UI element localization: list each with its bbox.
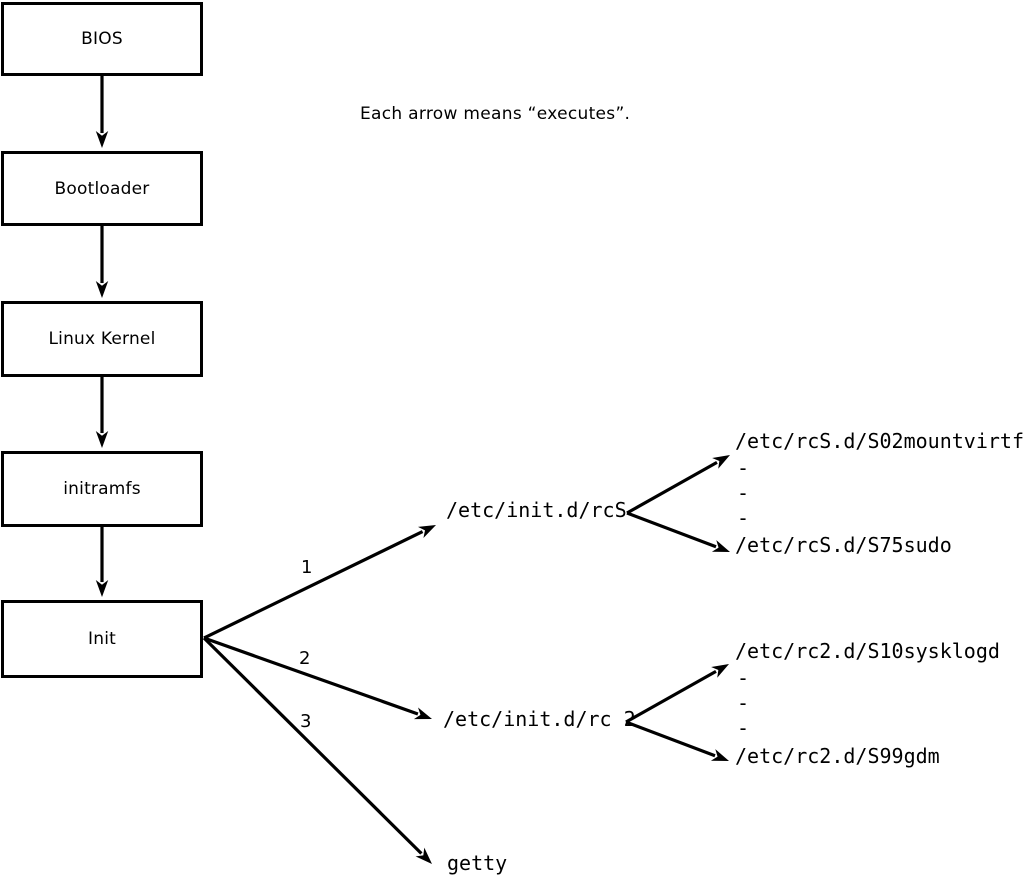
arrow-initramfs-to-init (95, 527, 109, 597)
process-box-label: Bootloader (54, 178, 150, 199)
arrow-shaft (626, 460, 718, 515)
process-box-kernel[interactable]: Linux Kernel (1, 301, 203, 377)
arrow-kernel-to-initramfs (95, 377, 109, 448)
script-label-rcS-first[interactable]: /etc/rcS.d/S02mountvirtfs (735, 429, 1024, 453)
script-label-rc2-first[interactable]: /etc/rc2.d/S10sysklogd (735, 639, 1000, 663)
arrow-head (415, 847, 432, 864)
arrow-init-to-rcS (203, 525, 436, 640)
edge-number-1: 1 (301, 557, 313, 578)
arrow-init-to-rc2 (203, 636, 432, 720)
ellipsis-dash: - (737, 456, 750, 480)
arrow-head (95, 580, 109, 597)
arrow-head (95, 131, 109, 148)
arrow-head (413, 707, 432, 720)
arrow-shaft (203, 636, 419, 716)
arrow-shaft (625, 669, 717, 724)
arrow-head (95, 281, 109, 298)
arrow-head (711, 664, 729, 678)
arrow-head (710, 749, 729, 761)
arrow-head (712, 455, 730, 469)
ellipsis-dash: - (737, 666, 750, 690)
process-box-init[interactable]: Init (1, 600, 203, 678)
script-label-rcS-last[interactable]: /etc/rcS.d/S75sudo (735, 533, 952, 557)
process-box-initramfs[interactable]: initramfs (1, 451, 203, 527)
diagram-caption: Each arrow means “executes”. (360, 104, 631, 124)
arrow-bios-to-bootloader (95, 76, 109, 148)
edge-number-2: 2 (299, 648, 311, 669)
ellipsis-dash: - (737, 716, 750, 740)
script-label-rc2-last[interactable]: /etc/rc2.d/S99gdm (735, 744, 940, 768)
ellipsis-dash: - (737, 481, 750, 505)
arrow-head (711, 540, 730, 552)
process-box-label: initramfs (63, 479, 141, 499)
arrow-head (418, 525, 436, 539)
arrow-rc2-to-first (625, 664, 729, 724)
arrow-shaft (202, 636, 423, 855)
process-box-label: Init (88, 629, 116, 649)
arrow-bootloader-to-kernel (95, 226, 109, 298)
arrow-rcS-to-first (626, 455, 730, 515)
arrow-shaft (626, 511, 717, 549)
arrow-head (95, 431, 109, 448)
script-label-rc2-script[interactable]: /etc/init.d/rc 2 (443, 707, 636, 731)
process-box-label: Linux Kernel (48, 329, 156, 349)
script-label-getty[interactable]: getty (447, 851, 508, 875)
arrow-rc2-to-last (625, 720, 729, 761)
arrow-shaft (625, 720, 716, 758)
process-box-label: BIOS (81, 29, 123, 49)
ellipsis-dash: - (737, 506, 750, 530)
edge-number-3: 3 (300, 711, 312, 732)
process-box-bios[interactable]: BIOS (1, 2, 203, 76)
process-box-bootloader[interactable]: Bootloader (1, 151, 203, 226)
ellipsis-dash: - (737, 691, 750, 715)
arrow-init-to-getty (202, 636, 432, 864)
script-label-rcS-script[interactable]: /etc/init.d/rcS (446, 498, 627, 522)
arrow-rcS-to-last (626, 511, 730, 552)
arrow-shaft (203, 530, 424, 640)
